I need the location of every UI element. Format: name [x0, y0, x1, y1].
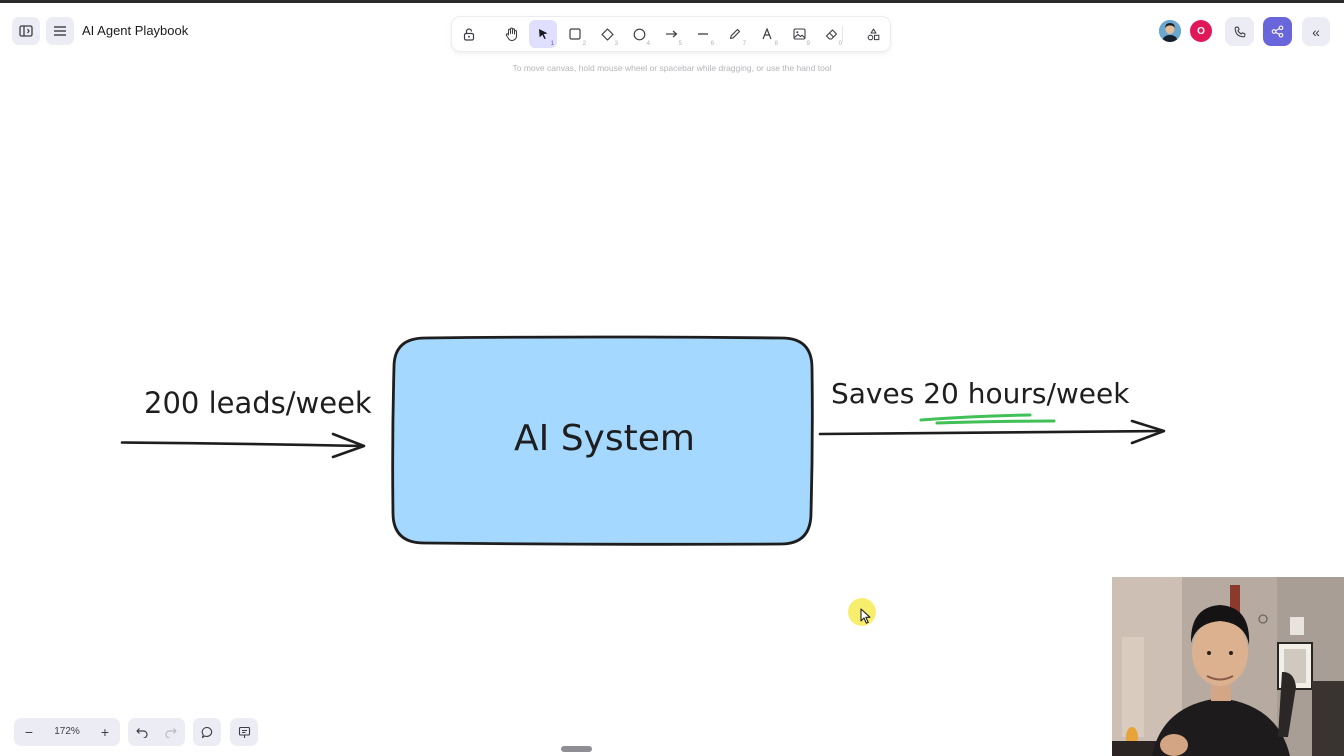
history-controls [128, 718, 185, 746]
tool-rectangle[interactable]: 2 [561, 20, 589, 48]
tool-more-shapes[interactable] [859, 20, 887, 48]
output-label[interactable]: Saves 20 hours/week [831, 377, 1129, 410]
share-button[interactable] [1263, 17, 1292, 46]
plus-icon: + [100, 724, 110, 740]
avatar-photo [1159, 20, 1181, 42]
shortcut-number: 2 [582, 41, 586, 47]
phone-icon [1234, 26, 1245, 37]
mouse-cursor-icon [860, 608, 871, 624]
present-button[interactable] [230, 718, 258, 746]
image-icon [792, 28, 806, 40]
shortcut-number: 6 [710, 41, 714, 47]
shortcut-number: 4 [646, 41, 650, 47]
sidebar-icon [19, 25, 33, 37]
hand-icon [505, 27, 517, 41]
pencil-icon [729, 28, 741, 40]
tool-toolbar: 1 2 3 4 5 6 7 [452, 17, 890, 51]
tool-lock[interactable] [455, 20, 483, 48]
shortcut-number: 0 [838, 41, 842, 47]
redo-button[interactable] [157, 718, 185, 746]
highlight-underline [919, 413, 1056, 425]
input-arrow-head [331, 432, 366, 459]
tool-hand[interactable] [497, 20, 525, 48]
minus-icon: − [24, 724, 34, 740]
diamond-icon [600, 27, 614, 41]
webcam-overlay [1112, 577, 1344, 756]
canvas-hint: To move canvas, hold mouse wheel or spac… [512, 63, 832, 73]
zoom-in-button[interactable]: + [90, 718, 120, 746]
toolbar-divider [842, 26, 843, 42]
lock-icon [463, 27, 475, 41]
comment-button[interactable] [193, 718, 221, 746]
zoom-out-button[interactable]: − [14, 718, 44, 746]
undo-button[interactable] [128, 718, 156, 746]
output-label-prefix: Saves [831, 377, 924, 410]
tool-arrow[interactable]: 5 [657, 20, 685, 48]
rectangle-icon [569, 28, 581, 40]
tool-draw[interactable]: 7 [721, 20, 749, 48]
tool-eraser[interactable]: 0 [817, 20, 845, 48]
collaborator-avatar-o[interactable]: O [1190, 20, 1212, 42]
tool-line[interactable]: 6 [689, 20, 717, 48]
line-icon [698, 33, 708, 35]
double-chevron-left-icon: « [1312, 23, 1320, 40]
collaborator-avatar[interactable] [1159, 20, 1181, 42]
tool-diamond[interactable]: 3 [593, 20, 621, 48]
box-label[interactable]: AI System [514, 418, 695, 459]
ellipse-icon [633, 28, 645, 40]
zoom-level[interactable]: 172% [54, 726, 80, 737]
pointer-icon [538, 29, 547, 39]
input-label[interactable]: 200 leads/week [144, 386, 372, 420]
redo-icon [165, 727, 177, 738]
tool-image[interactable]: 9 [785, 20, 813, 48]
tool-selection[interactable]: 1 [529, 20, 557, 48]
output-label-highlight: 20 hours/week [923, 377, 1130, 410]
undo-icon [136, 727, 148, 738]
shortcut-number: 8 [774, 41, 778, 47]
eraser-icon [825, 29, 837, 40]
main-menu-button[interactable] [46, 17, 74, 45]
zoom-controls: − 172% + [14, 718, 120, 746]
collapse-panel-button[interactable]: « [1302, 17, 1330, 46]
output-arrow[interactable] [818, 429, 1165, 436]
shortcut-number: 9 [806, 41, 810, 47]
tool-text[interactable]: 8 [753, 20, 781, 48]
shortcut-number: 5 [678, 41, 682, 47]
document-title[interactable]: AI Agent Playbook [82, 23, 189, 38]
scroll-handle[interactable] [561, 746, 592, 752]
shapes-icon [867, 28, 879, 40]
text-icon [762, 28, 772, 40]
share-icon [1271, 25, 1284, 38]
output-arrow-head [1130, 419, 1166, 445]
chat-bubble-icon [201, 726, 212, 738]
sidebar-toggle-button[interactable] [12, 17, 40, 45]
hamburger-icon [54, 26, 66, 36]
shortcut-number: 3 [614, 41, 618, 47]
webcam-video-frame [1112, 577, 1344, 756]
input-arrow[interactable] [120, 441, 364, 448]
arrow-icon [665, 30, 677, 38]
presentation-icon [238, 726, 250, 738]
shortcut-number: 7 [742, 41, 746, 47]
avatar-initial: O [1197, 25, 1205, 37]
call-button[interactable] [1225, 17, 1254, 46]
tool-ellipse[interactable]: 4 [625, 20, 653, 48]
ai-system-box[interactable] [391, 335, 814, 546]
window-top-border [0, 0, 1344, 3]
shortcut-number: 1 [550, 41, 554, 47]
